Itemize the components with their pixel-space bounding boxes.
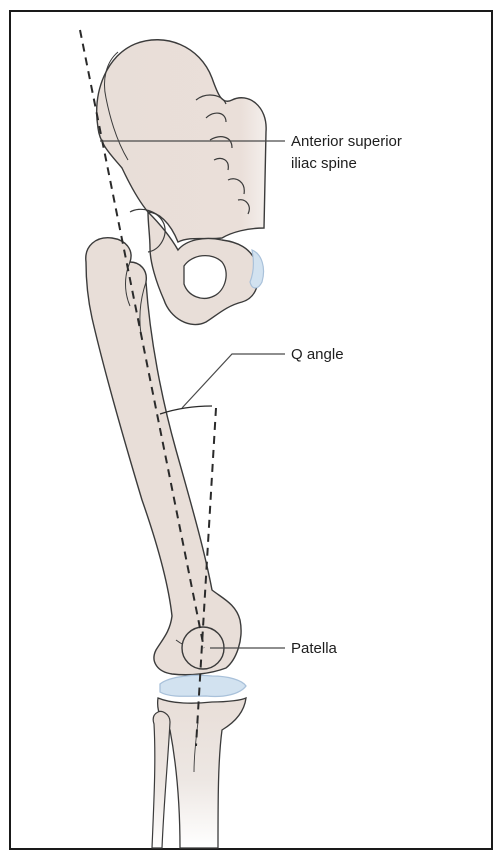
meniscus (160, 675, 246, 696)
label-q-angle: Q angle (291, 346, 344, 363)
label-patella: Patella (291, 640, 338, 657)
obturator-foramen (184, 256, 226, 299)
label-asis-line2: iliac spine (291, 155, 357, 172)
label-asis-line1: Anterior superior (291, 133, 402, 150)
